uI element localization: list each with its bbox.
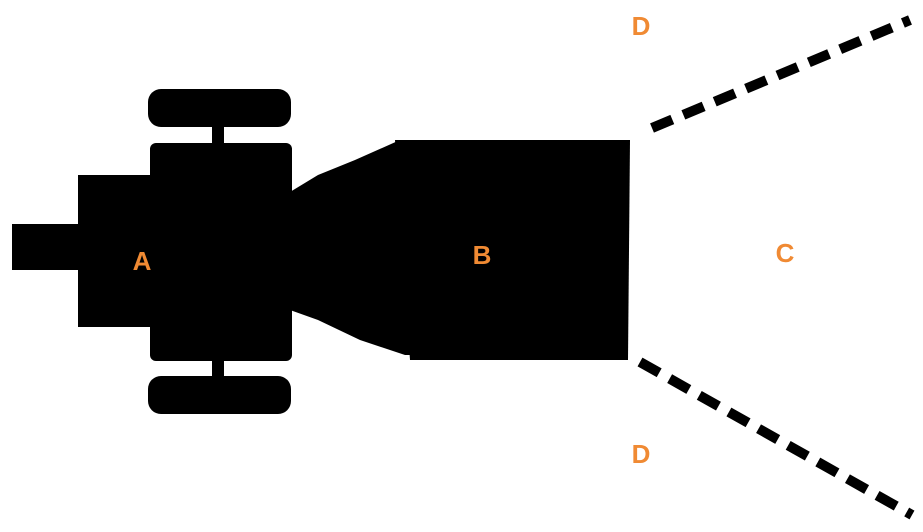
top-wheel (148, 89, 291, 127)
tractor-front-block (78, 175, 164, 327)
spread-boundaries (637, 15, 915, 520)
label-d-bottom: D (632, 439, 651, 469)
tractor-chassis (150, 143, 292, 361)
bottom-boundary-line (637, 357, 915, 520)
label-a: A (133, 246, 152, 276)
label-d-top: D (632, 11, 651, 41)
implement-hopper (395, 140, 630, 360)
implement-connector (290, 140, 430, 355)
label-c: C (776, 238, 795, 268)
bottom-wheel (148, 376, 291, 414)
top-boundary-line (650, 15, 912, 133)
label-b: B (473, 240, 492, 270)
implement-body (290, 140, 630, 360)
tractor-body (12, 89, 292, 414)
top-axle (212, 124, 224, 148)
